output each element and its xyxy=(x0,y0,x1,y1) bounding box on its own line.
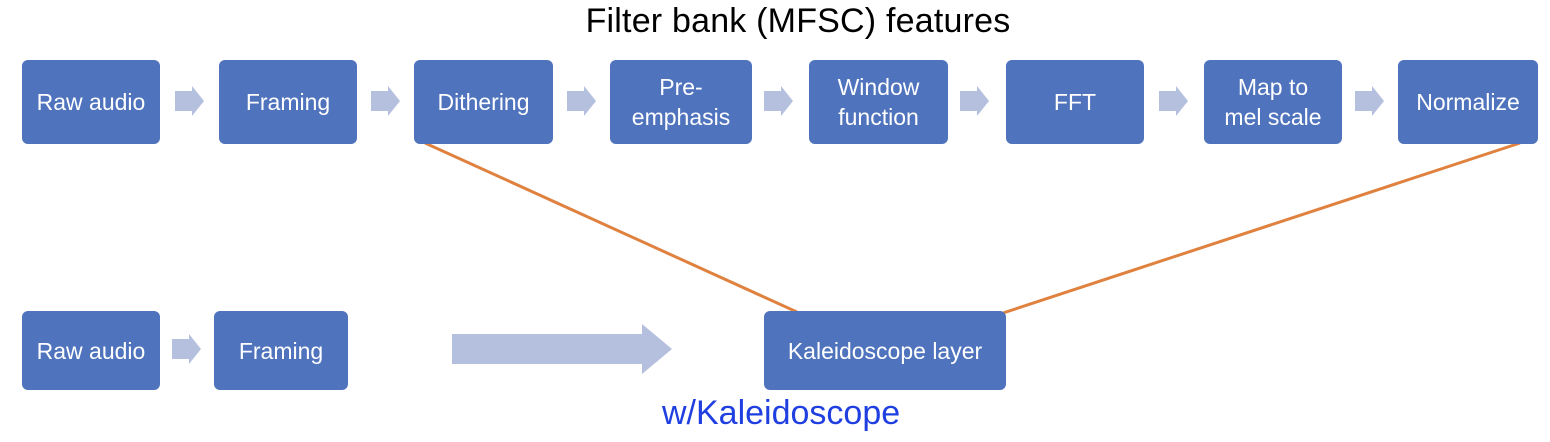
step-map-to-mel-scale: Map to mel scale xyxy=(1204,60,1342,144)
step-raw-audio: Raw audio xyxy=(22,60,160,144)
flow-arrow-icon xyxy=(567,86,596,116)
step-fft: FFT xyxy=(1006,60,1144,144)
flow-arrow-icon xyxy=(1355,86,1384,116)
flow-arrow-icon xyxy=(960,86,989,116)
flow-arrow-icon xyxy=(172,334,201,364)
step-normalize: Normalize xyxy=(1398,60,1538,144)
bottom-step-raw-audio: Raw audio xyxy=(22,311,160,390)
flow-arrow-icon xyxy=(1159,86,1188,116)
kaleidoscope-layer-box: Kaleidoscope layer xyxy=(764,311,1006,390)
flow-arrow-icon xyxy=(371,86,400,116)
bottom-step-framing: Framing xyxy=(214,311,348,390)
diagram-title: Filter bank (MFSC) features xyxy=(585,2,1011,40)
big-arrow-icon xyxy=(452,324,672,374)
step-pre-emphasis: Pre- emphasis xyxy=(610,60,752,144)
connector-normalize-to-kaleidoscope xyxy=(1002,141,1521,315)
connector-dithering-to-kaleidoscope xyxy=(424,141,798,314)
step-dithering: Dithering xyxy=(414,60,553,144)
kaleidoscope-caption: w/Kaleidoscope xyxy=(662,394,901,432)
flow-arrow-icon xyxy=(764,86,793,116)
step-window-function: Window function xyxy=(809,60,948,144)
step-framing: Framing xyxy=(219,60,357,144)
flow-arrow-icon xyxy=(175,86,204,116)
